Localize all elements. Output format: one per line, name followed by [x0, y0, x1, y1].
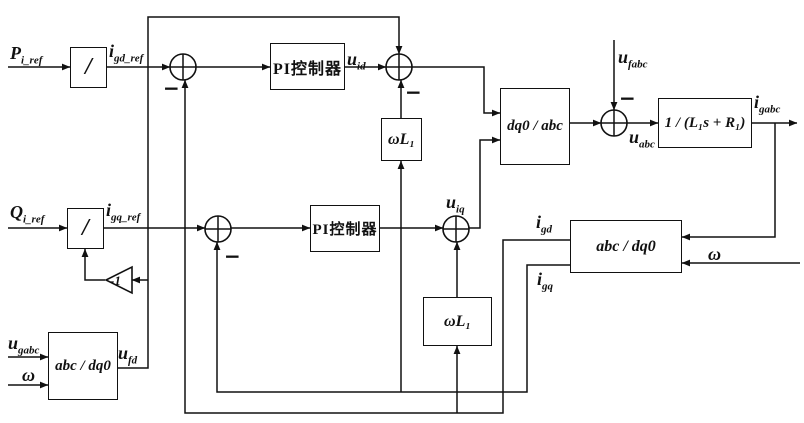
neg-gain-label: -1 [110, 273, 121, 288]
label-u-fd: ufd [118, 343, 138, 367]
sum-junction-d-output [385, 53, 413, 81]
label-i-gq: igq [537, 269, 554, 293]
sum-junction-abc [600, 109, 628, 137]
igd-feedback-line [181, 79, 570, 414]
wl1-q-block: ωL₁ [423, 297, 492, 346]
sum-junction-d-error [169, 53, 197, 81]
pi-controller-q-block: PI控制器 [310, 205, 380, 252]
sign-minus-abc: − [619, 86, 636, 110]
label-q-ref: Qi_ref [10, 202, 45, 226]
dq0-to-abc-block: dq0 / abc [500, 88, 570, 165]
plant-block: 1 / (L₁s + R₁) [658, 98, 752, 148]
label-u-iq: uiq [446, 192, 465, 216]
label-p-ref: Pi_ref [10, 43, 43, 67]
sign-minus-d-error: − [163, 76, 180, 100]
neg-gain-triangle [104, 265, 133, 295]
neg1-to-divider-line [81, 248, 105, 281]
label-i-gabc: igabc [754, 92, 781, 116]
divider-block-p: / [70, 47, 107, 88]
label-u-abc: uabc [629, 127, 655, 151]
sum-junction-q-output [442, 215, 470, 243]
ud-to-dq0abc-line [412, 66, 501, 117]
label-omega-right: ω [708, 244, 722, 264]
label-u-fabc: ufabc [618, 47, 648, 71]
sign-minus-q-error: − [224, 244, 241, 268]
sum-junction-q-error [204, 215, 232, 243]
uq-to-dq0abc-line [469, 136, 501, 229]
label-u-id: uid [347, 49, 366, 73]
igq-feedback-line [213, 241, 570, 393]
divider-block-q: / [67, 208, 104, 249]
sign-minus-d-output: − [405, 80, 422, 104]
label-omega-left: ω [22, 365, 36, 385]
label-igq-ref: igq_ref [106, 200, 141, 224]
label-igd-ref: igd_ref [109, 41, 144, 65]
label-u-gabc: ugabc [8, 333, 40, 357]
ufd-feedforward-line [118, 16, 403, 369]
abc-to-dq0-left-block: abc / dq0 [48, 332, 118, 400]
abc-to-dq0-right-block: abc / dq0 [570, 220, 682, 273]
pi-controller-d-block: PI控制器 [270, 43, 345, 90]
igabc-feedback-line [681, 123, 776, 241]
wl1-d-block: ωL₁ [381, 118, 422, 161]
label-i-gd: igd [536, 212, 553, 236]
